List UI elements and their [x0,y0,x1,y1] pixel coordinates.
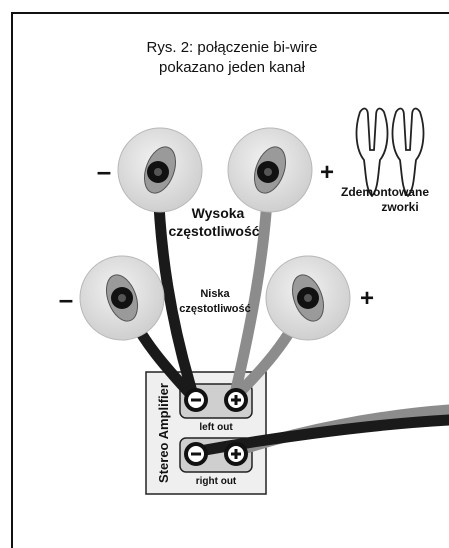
low-frequency-label-1: Niska [200,288,230,300]
right-out-label: right out [196,476,237,487]
plus-sign-high: + [320,159,334,186]
low-frequency-label-2: częstotliwość [179,303,251,315]
amp-right-plus-terminal [224,442,248,466]
removed-jumpers-label-1: Zdemontowane [341,185,429,199]
removed-jumpers-label-2: zworki [381,200,418,214]
plus-sign-low: + [360,285,374,312]
high-frequency-label-1: Wysoka [192,205,245,221]
terminal-low-negative [79,255,165,341]
terminal-low-positive [265,255,351,341]
amplifier-name: Stereo Amplifier [156,383,171,483]
caption-line-2: pokazano jeden kanał [159,59,306,76]
high-frequency-label-2: częstotliwość [168,223,259,239]
caption-line-1: Rys. 2: połączenie bi-wire [147,39,318,56]
amp-left-minus-terminal [184,388,208,412]
left-out-label: left out [199,422,233,433]
terminal-high-negative [117,127,203,213]
terminal-high-positive [227,127,313,213]
minus-sign-low: – [59,284,73,314]
amp-right-minus-terminal [184,442,208,466]
minus-sign-high: – [97,156,111,186]
amp-left-plus-terminal [224,388,248,412]
cable-right-out-negative [188,414,449,458]
jumper-link-icon [355,107,425,198]
figure-frame [11,12,449,548]
